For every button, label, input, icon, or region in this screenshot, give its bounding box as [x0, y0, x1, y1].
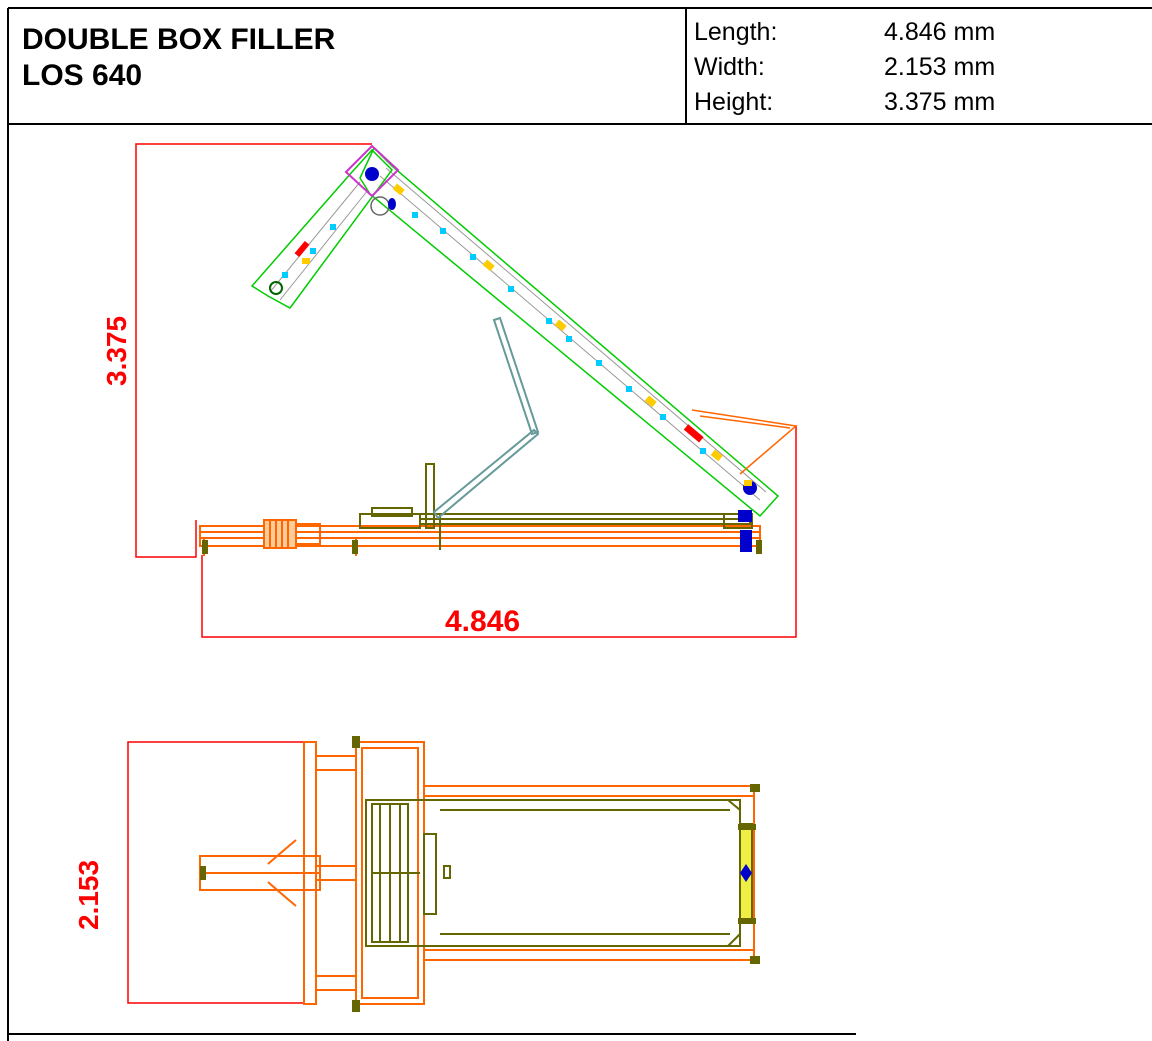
- conveyor-rollers: [302, 183, 752, 486]
- discharge-gate: [738, 823, 756, 924]
- width-dimension-line: [127, 741, 304, 1004]
- sheet-frame: [7, 7, 1152, 1041]
- top-frame: [199, 741, 755, 1005]
- product-model: LOS 640: [22, 59, 143, 92]
- idler-wheel: [370, 196, 390, 216]
- discharge-chute: [691, 409, 798, 475]
- spec-width-value: 2.153 mm: [884, 53, 996, 81]
- tilt-arm: [432, 316, 540, 520]
- spec-width-label: Width:: [694, 53, 765, 81]
- length-dimension-label: 4.846: [445, 605, 520, 638]
- title-block: DOUBLE BOX FILLER LOS 640: [8, 8, 1152, 124]
- top-inner-structure: [365, 799, 741, 947]
- side-view: 3.375 4.846: [101, 143, 798, 638]
- product-name: DOUBLE BOX FILLER: [22, 23, 336, 56]
- height-dimension-line: [135, 143, 372, 558]
- inclined-conveyor: [359, 146, 780, 518]
- length-dimension-line: [201, 426, 797, 638]
- drive-motors: [365, 167, 757, 552]
- base-frame: [199, 519, 761, 556]
- frame-feet: [202, 540, 762, 554]
- spec-length-label: Length:: [694, 18, 778, 46]
- spec-height-label: Height:: [694, 88, 774, 116]
- hopper-head: [344, 144, 400, 198]
- height-dimension-label: 3.375: [101, 316, 132, 386]
- width-dimension-label: 2.153: [73, 860, 104, 930]
- red-components: [294, 240, 704, 443]
- top-mounts: [200, 736, 760, 1012]
- product-title: DOUBLE BOX FILLER LOS 640: [22, 22, 335, 94]
- tail-pulley: [269, 281, 283, 295]
- spec-height-value: 3.375 mm: [884, 88, 996, 116]
- conveyor-buckets: [282, 212, 706, 454]
- top-view: 2.153: [73, 736, 760, 1012]
- spec-length-value: 4.846 mm: [884, 18, 996, 46]
